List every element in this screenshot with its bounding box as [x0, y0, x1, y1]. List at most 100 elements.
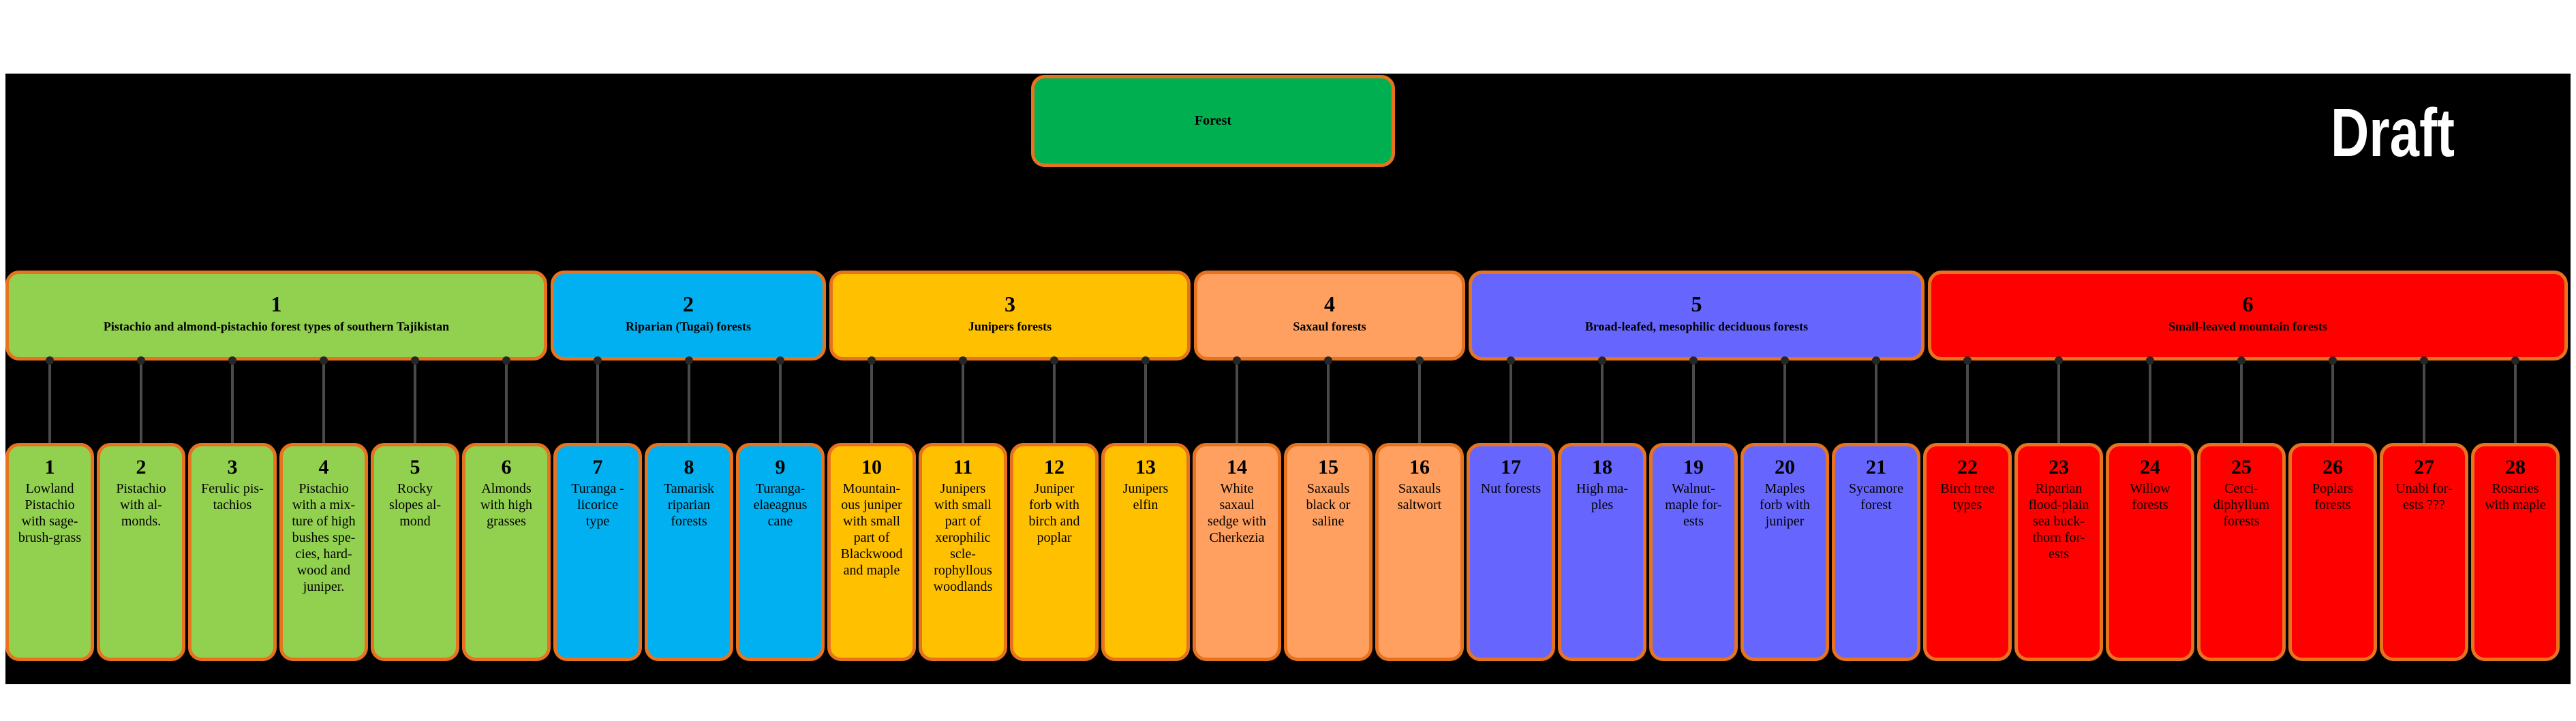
- category-number: 1: [271, 292, 282, 316]
- forest-type-label: Nut forests: [1480, 481, 1542, 496]
- connector-line: [2057, 359, 2060, 444]
- forest-type-number: 23: [2049, 456, 2069, 478]
- forest-type-number: 9: [775, 456, 786, 478]
- connector-line: [1783, 359, 1786, 444]
- connector-dot: [1507, 356, 1515, 365]
- connector-line: [870, 359, 873, 444]
- connector-dot: [2055, 356, 2063, 365]
- forest-type-label: Saxauls black or saline: [1306, 481, 1351, 529]
- connector-dot: [502, 356, 510, 365]
- connector-line: [2149, 359, 2151, 444]
- forest-type-number: 13: [1135, 456, 1156, 478]
- forest-type-label: Junipers elfin: [1122, 481, 1169, 512]
- category-number: 2: [683, 292, 694, 316]
- connector-dot: [776, 356, 784, 365]
- category-number: 3: [1005, 292, 1015, 316]
- forest-type-label: Rocky slopes al-mond: [388, 481, 442, 529]
- forest-type-number: 17: [1501, 456, 1521, 478]
- connector-line: [48, 359, 51, 444]
- forest-type-number: 12: [1044, 456, 1064, 478]
- category-label: Junipers forests: [968, 320, 1052, 333]
- category-label: Broad-leafed, mesophilic deciduous fores…: [1584, 320, 1809, 333]
- draft-watermark: Draft: [2331, 95, 2455, 171]
- category-label: Riparian (Tugai) forests: [625, 320, 752, 333]
- category-number: 5: [1691, 292, 1702, 316]
- category-number: 4: [1324, 292, 1335, 316]
- forest-type-label: Almonds with high grasses: [480, 481, 533, 529]
- connector-line: [505, 359, 508, 444]
- connector-line: [1327, 359, 1330, 444]
- forest-type-number: 16: [1409, 456, 1430, 478]
- forest-type-label: White saxaul sedge with Cherkezia: [1207, 481, 1267, 545]
- connector-line: [1509, 359, 1512, 444]
- connector-line: [1692, 359, 1695, 444]
- forest-type-label: Cerci-diphyllum forests: [2213, 481, 2270, 529]
- connector-line: [596, 359, 599, 444]
- connector-dot: [1963, 356, 1972, 365]
- connector-line: [2331, 359, 2334, 444]
- forest-type-number: 11: [953, 456, 973, 478]
- forest-type-number: 6: [501, 456, 512, 478]
- forest-type-number: 18: [1592, 456, 1612, 478]
- forest-type-label: Pistachio with al-monds.: [116, 481, 166, 529]
- connector-line: [2240, 359, 2243, 444]
- connector-dot: [2511, 356, 2519, 365]
- connector-dot: [2329, 356, 2337, 365]
- forest-type-label: Turanga-elaeagnus cane: [753, 481, 808, 529]
- forest-type-number: 26: [2322, 456, 2343, 478]
- forest-type-label: Poplars forests: [2312, 481, 2353, 512]
- forest-type-label: Sycamore forest: [1849, 481, 1903, 512]
- connector-dot: [1598, 356, 1606, 365]
- connector-dot: [1872, 356, 1880, 365]
- forest-type-label: Pistachio with a mix-ture of high bushes…: [292, 481, 356, 594]
- forest-type-number: 14: [1227, 456, 1247, 478]
- connector-dot: [685, 356, 693, 365]
- forest-type-label: Lowland Pistachio with sage-brush-grass: [18, 481, 82, 545]
- connector-dot: [1141, 356, 1150, 365]
- connector-dot: [1415, 356, 1424, 365]
- forest-type-label: Walnut-maple for-ests: [1665, 481, 1722, 529]
- forest-type-number: 2: [136, 456, 147, 478]
- connector-dot: [594, 356, 602, 365]
- connector-line: [231, 359, 234, 444]
- forest-type-label: Mountain-ous juniper with small part of …: [840, 481, 903, 578]
- connector-line: [1053, 359, 1056, 444]
- forest-type-number: 4: [318, 456, 329, 478]
- connector-line: [322, 359, 325, 444]
- connector-dot: [228, 356, 236, 365]
- connector-line: [779, 359, 782, 444]
- forest-type-label: High ma-ples: [1576, 481, 1629, 512]
- connector-dot: [320, 356, 328, 365]
- forest-type-number: 15: [1318, 456, 1338, 478]
- connector-dot: [1233, 356, 1241, 365]
- forest-type-label: Willow forests: [2130, 481, 2171, 512]
- forest-type-label: Riparian flood-plain sea buck-thorn for-…: [2028, 481, 2089, 562]
- forest-type-number: 27: [2414, 456, 2434, 478]
- connector-line: [2514, 359, 2517, 444]
- forest-type-number: 19: [1683, 456, 1704, 478]
- root-node-forest: Forest: [1031, 75, 1395, 167]
- connector-line: [1601, 359, 1604, 444]
- connector-line: [688, 359, 690, 444]
- forest-type-number: 28: [2505, 456, 2526, 478]
- forest-type-number: 1: [44, 456, 55, 478]
